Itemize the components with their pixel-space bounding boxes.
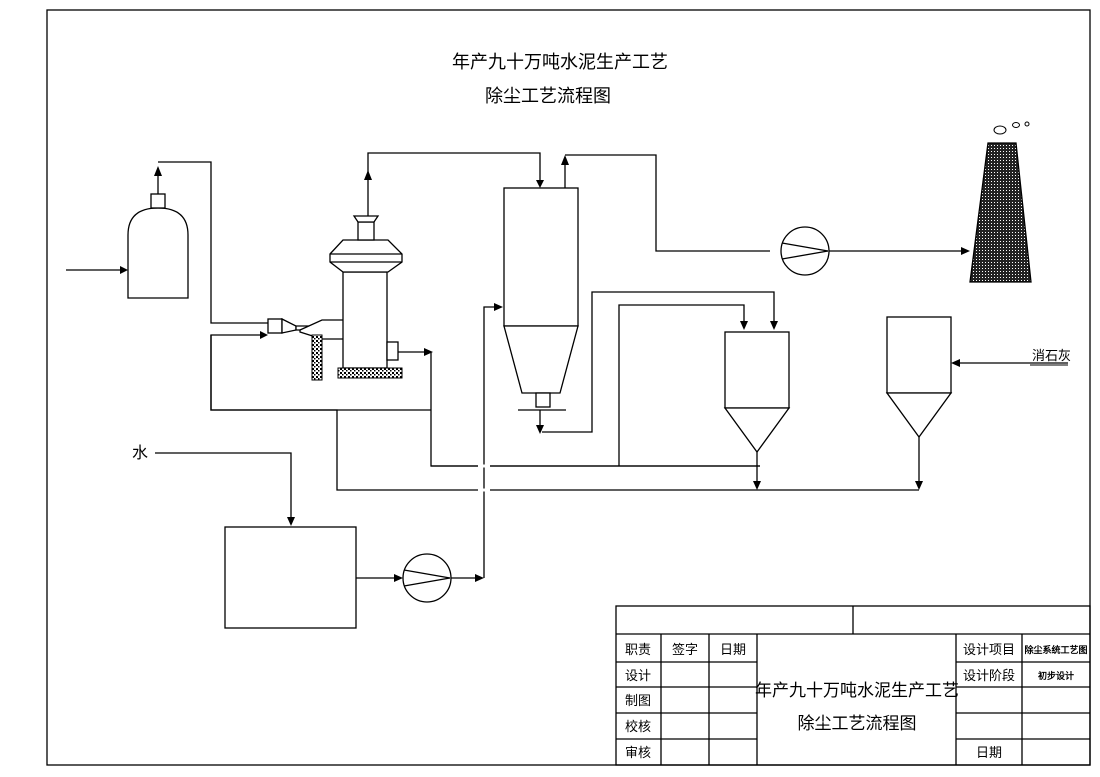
water-line: 水 [132, 443, 295, 526]
tb-role-draw: 制图 [625, 694, 651, 709]
tb-stage-value: 初步设计 [1038, 670, 1074, 682]
middle-hopper [618, 304, 791, 490]
tb-role-check: 校核 [625, 719, 651, 735]
collection-line [210, 335, 919, 492]
tb-center-title-line2: 除尘工艺流程图 [798, 714, 917, 734]
bag-filter-tower [483, 154, 778, 578]
tb-project-label: 设计项目 [963, 643, 1015, 658]
tb-date-label: 日期 [976, 746, 1002, 761]
tb-project-value: 除尘系统工艺图 [1024, 644, 1087, 656]
lime-label: 消石灰 [1032, 349, 1071, 364]
diagram-title-line2: 除尘工艺流程图 [485, 86, 611, 107]
lime-hopper: 消石灰 [885, 316, 1071, 490]
water-label: 水 [132, 443, 148, 462]
tb-header-date: 日期 [720, 643, 746, 658]
exhaust-fan [780, 226, 970, 276]
tb-stage-label: 设计阶段 [963, 669, 1015, 684]
tb-role-design: 设计 [625, 669, 651, 684]
vertical-mill [329, 152, 760, 467]
inlet-line [66, 266, 128, 274]
tb-header-sign: 签字 [672, 642, 698, 658]
water-tank [224, 526, 357, 629]
venturi-inlet [210, 317, 431, 411]
diagram-title-line1: 年产九十万吨水泥生产工艺 [452, 52, 668, 73]
tb-center-title-line1: 年产九十万吨水泥生产工艺 [755, 681, 959, 701]
drawing-frame [46, 9, 1091, 766]
water-pump [356, 553, 484, 603]
chimney-stack [969, 121, 1032, 283]
tb-role-review: 审核 [625, 746, 651, 761]
tb-header-role: 职责 [625, 643, 651, 658]
left-vessel [127, 161, 268, 324]
title-block: 职责 签字 日期 设计 制图 校核 审核 年产九十万吨水泥生产工艺 除尘工艺流程… [615, 605, 1091, 766]
